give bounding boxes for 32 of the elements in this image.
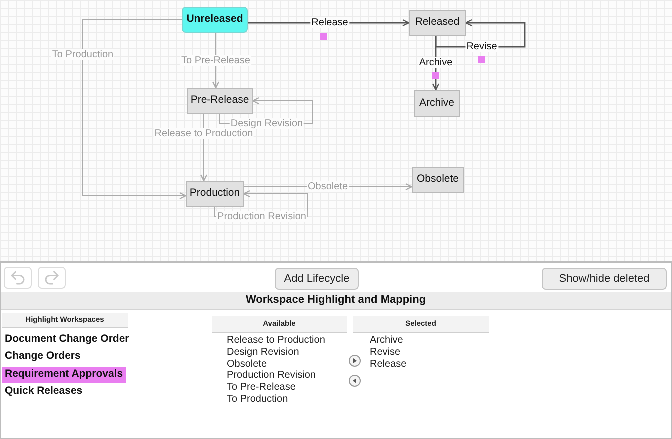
transition-name: To Production [227, 394, 288, 406]
edge-label: Release to Production [154, 128, 254, 140]
transition-name: Archive [370, 335, 404, 347]
toolbar-button: Add Lifecycle [275, 268, 359, 290]
transition-name: Revise [370, 347, 401, 359]
state-box: Production [186, 181, 244, 207]
workspace-item: Change Orders [5, 350, 81, 362]
state-box: Pre-Release [187, 88, 253, 114]
state-box: Released [409, 10, 466, 36]
state-box: Archive [414, 90, 460, 117]
transition-name: Design Revision [227, 347, 300, 359]
transition-name: To Pre-Release [227, 382, 296, 394]
edge-label: To Pre-Release [180, 56, 252, 66]
edge-label: Release [310, 18, 350, 28]
transition-name: Release [370, 359, 407, 371]
selected-workspace-item: Requirement Approvals [2, 367, 126, 383]
transition-name: Obsolete [227, 359, 268, 370]
workspace-item: Document Change Order [5, 333, 130, 345]
edge-label: Revise [466, 42, 498, 52]
current-state-box: Unreleased [182, 7, 248, 33]
transition-name: Release to Production [227, 335, 326, 347]
edge-label: Archive [418, 58, 454, 68]
transition-name: Production Revision [227, 370, 316, 382]
edge-label: Production Revision [216, 212, 308, 222]
edge-label: Obsolete [306, 182, 350, 192]
workspace-item: Quick Releases [5, 385, 83, 397]
state-box: Obsolete [412, 167, 464, 193]
edge-label: To Production [51, 50, 115, 60]
connector-arrow [82, 20, 187, 200]
toolbar-button: Show/hide deleted [542, 268, 667, 290]
panel-title: Workspace Highlight and Mapping [1, 292, 671, 310]
edge-label: Design Revision [230, 118, 304, 130]
